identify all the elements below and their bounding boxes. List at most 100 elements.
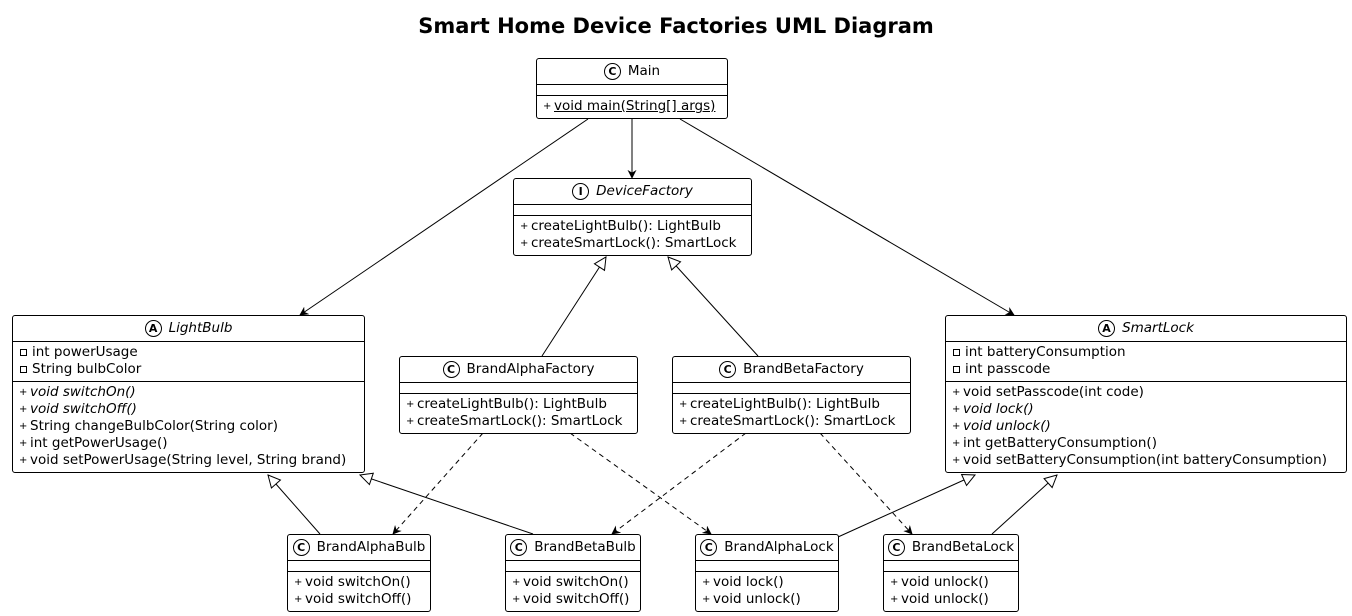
edge-betalock-smartlock <box>991 475 1057 535</box>
field-signature: int powerUsage <box>32 344 138 360</box>
public-visibility-icon: + <box>512 594 521 605</box>
field-row: int batteryConsumption <box>946 344 1346 361</box>
method-signature: void main(String[] args) <box>554 98 716 114</box>
fields-section <box>673 382 910 393</box>
method-signature: createLightBulb(): LightBulb <box>417 396 607 412</box>
fields-section <box>884 560 1018 571</box>
method-row: +createLightBulb(): LightBulb <box>400 396 637 413</box>
edge-alphabulb-lightbulb <box>268 475 321 535</box>
method-row: +void setPasscode(int code) <box>946 384 1346 401</box>
fields-section <box>288 560 430 571</box>
method-row: +createSmartLock(): SmartLock <box>673 413 910 430</box>
public-visibility-icon: + <box>512 577 521 588</box>
class-name: DeviceFactory <box>596 183 693 199</box>
method-row: +String changeBulbColor(String color) <box>13 418 364 435</box>
fields-section <box>696 560 838 571</box>
class-header: C Main <box>537 59 727 84</box>
class-main[interactable]: C Main + void main(String[] args) <box>536 58 728 119</box>
class-brand-alpha-factory[interactable]: C BrandAlphaFactory +createLightBulb(): … <box>399 356 638 434</box>
method-signature: createSmartLock(): SmartLock <box>531 235 737 251</box>
abstract-stereotype-icon: A <box>144 320 162 337</box>
method-row: +void unlock() <box>884 574 1018 591</box>
class-brand-alpha-bulb[interactable]: C BrandAlphaBulb +void switchOn() +void … <box>287 534 431 612</box>
class-light-bulb[interactable]: A LightBulb int powerUsage String bulbCo… <box>12 315 365 473</box>
public-visibility-icon: + <box>19 387 28 398</box>
class-header: A SmartLock <box>946 316 1346 341</box>
methods-section: +void lock() +void unlock() <box>696 571 838 611</box>
methods-section: +void setPasscode(int code) +void lock()… <box>946 381 1346 472</box>
edge-alphalock-smartlock <box>837 475 975 538</box>
method-row: +createSmartLock(): SmartLock <box>514 235 751 252</box>
edge-alphafactory-devicefactory <box>541 257 606 357</box>
public-visibility-icon: + <box>520 238 529 249</box>
class-device-factory[interactable]: I DeviceFactory +createLightBulb(): Ligh… <box>513 178 752 256</box>
method-row: +createLightBulb(): LightBulb <box>673 396 910 413</box>
public-visibility-icon: + <box>890 577 899 588</box>
method-row: +void switchOn() <box>506 574 640 591</box>
class-brand-beta-factory[interactable]: C BrandBetaFactory +createLightBulb(): L… <box>672 356 911 434</box>
fields-section <box>514 204 751 215</box>
class-name: SmartLock <box>1122 320 1194 336</box>
public-visibility-icon: + <box>19 421 28 432</box>
class-stereotype-icon: C <box>603 63 621 80</box>
class-name: LightBulb <box>168 320 233 336</box>
method-row: +void switchOff() <box>288 591 430 608</box>
edge-alphafactory-alphalock <box>569 432 712 535</box>
class-header: C BrandBetaFactory <box>673 357 910 382</box>
method-row: +void unlock() <box>946 418 1346 435</box>
methods-section: +void unlock() +void unlock() <box>884 571 1018 611</box>
public-visibility-icon: + <box>890 594 899 605</box>
public-visibility-icon: + <box>19 455 28 466</box>
method-row: +int getPowerUsage() <box>13 435 364 452</box>
method-row: +int getBatteryConsumption() <box>946 435 1346 452</box>
methods-section: +void switchOn() +void switchOff() <box>506 571 640 611</box>
private-visibility-icon <box>20 366 27 373</box>
method-signature: void unlock() <box>901 591 989 607</box>
class-name: Main <box>627 63 661 79</box>
method-row: +void setBatteryConsumption(int batteryC… <box>946 452 1346 469</box>
method-signature: createLightBulb(): LightBulb <box>531 218 721 234</box>
class-brand-beta-bulb[interactable]: C BrandBetaBulb +void switchOn() +void s… <box>505 534 641 612</box>
method-row: +void switchOn() <box>288 574 430 591</box>
private-visibility-icon <box>953 349 960 356</box>
class-brand-alpha-lock[interactable]: C BrandAlphaLock +void lock() +void unlo… <box>695 534 839 612</box>
method-signature: createSmartLock(): SmartLock <box>690 413 896 429</box>
method-row: +void switchOff() <box>13 401 364 418</box>
public-visibility-icon: + <box>294 577 303 588</box>
field-signature: String bulbColor <box>32 361 142 377</box>
method-signature: void switchOn() <box>30 384 136 400</box>
method-row: +void unlock() <box>696 591 838 608</box>
methods-section: +createLightBulb(): LightBulb +createSma… <box>514 215 751 255</box>
edge-betafactory-devicefactory <box>668 257 759 357</box>
methods-section: +createLightBulb(): LightBulb +createSma… <box>673 393 910 433</box>
class-brand-beta-lock[interactable]: C BrandBetaLock +void unlock() +void unl… <box>883 534 1019 612</box>
class-header: C BrandAlphaFactory <box>400 357 637 382</box>
public-visibility-icon: + <box>520 221 529 232</box>
class-stereotype-icon: C <box>887 539 905 556</box>
class-name: BrandBetaBulb <box>534 539 636 555</box>
class-header: C BrandAlphaBulb <box>288 535 430 560</box>
field-signature: int passcode <box>965 361 1051 377</box>
methods-section: + void main(String[] args) <box>537 95 727 118</box>
class-stereotype-icon: C <box>700 539 718 556</box>
private-visibility-icon <box>953 366 960 373</box>
field-signature: int batteryConsumption <box>965 344 1126 360</box>
fields-section <box>400 382 637 393</box>
public-visibility-icon: + <box>952 404 961 415</box>
class-stereotype-icon: C <box>510 539 528 556</box>
fields-section <box>537 84 727 95</box>
method-signature: void lock() <box>963 401 1034 417</box>
method-signature: int getPowerUsage() <box>30 435 168 451</box>
class-name: BrandAlphaBulb <box>316 539 426 555</box>
class-header: A LightBulb <box>13 316 364 341</box>
class-name: BrandAlphaFactory <box>466 361 595 377</box>
class-name: BrandBetaFactory <box>743 361 864 377</box>
method-row: +void lock() <box>696 574 838 591</box>
method-row: +createSmartLock(): SmartLock <box>400 413 637 430</box>
class-header: C BrandBetaLock <box>884 535 1018 560</box>
method-signature: void setPowerUsage(String level, String … <box>30 452 347 468</box>
private-visibility-icon <box>20 349 27 356</box>
class-smart-lock[interactable]: A SmartLock int batteryConsumption int p… <box>945 315 1347 473</box>
public-visibility-icon: + <box>543 101 552 112</box>
field-row: String bulbColor <box>13 361 364 378</box>
